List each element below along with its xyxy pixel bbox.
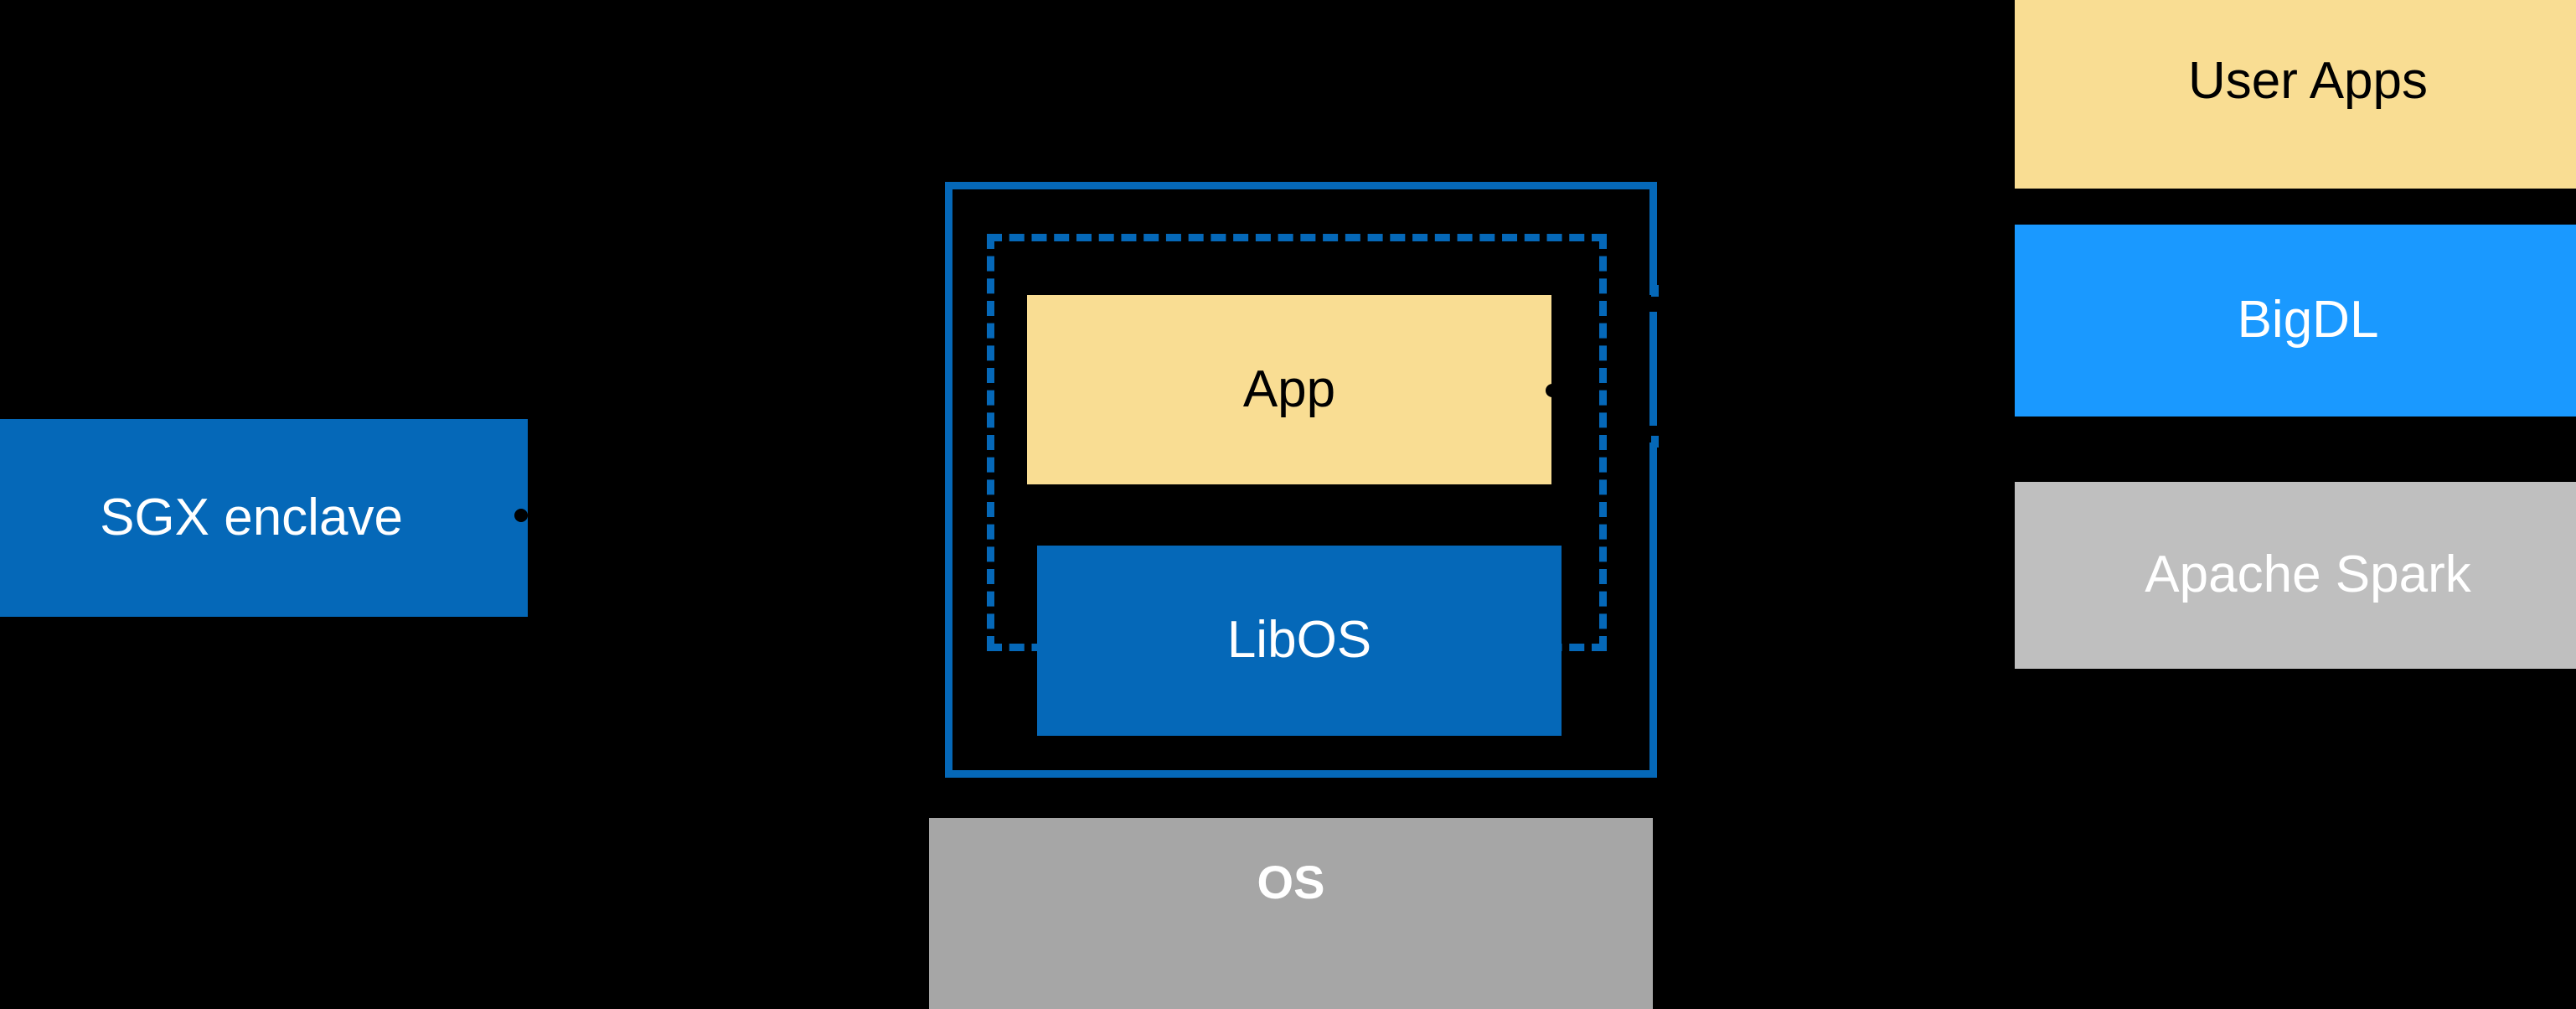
libos-box[interactable]: LibOS bbox=[1037, 546, 1562, 736]
apache-spark-box[interactable]: Apache Spark bbox=[2015, 482, 2576, 669]
sgx-enclave-box[interactable]: SGX enclave bbox=[0, 419, 528, 617]
enclave-frame bbox=[945, 182, 1657, 778]
os-box[interactable]: OS bbox=[929, 818, 1653, 1009]
sgx-enclave-connector-dot bbox=[514, 509, 528, 522]
app-connector-dot bbox=[1546, 384, 1559, 397]
user-apps-box[interactable]: User Apps bbox=[2015, 0, 2576, 189]
app-box[interactable]: App bbox=[1027, 295, 1551, 484]
enclave-frame-notch-top bbox=[1649, 295, 1661, 312]
enclave-connector-stub-lower bbox=[1651, 436, 1659, 448]
bigdl-box[interactable]: BigDL bbox=[2015, 225, 2576, 417]
enclave-connector-stub-upper bbox=[1651, 285, 1659, 297]
